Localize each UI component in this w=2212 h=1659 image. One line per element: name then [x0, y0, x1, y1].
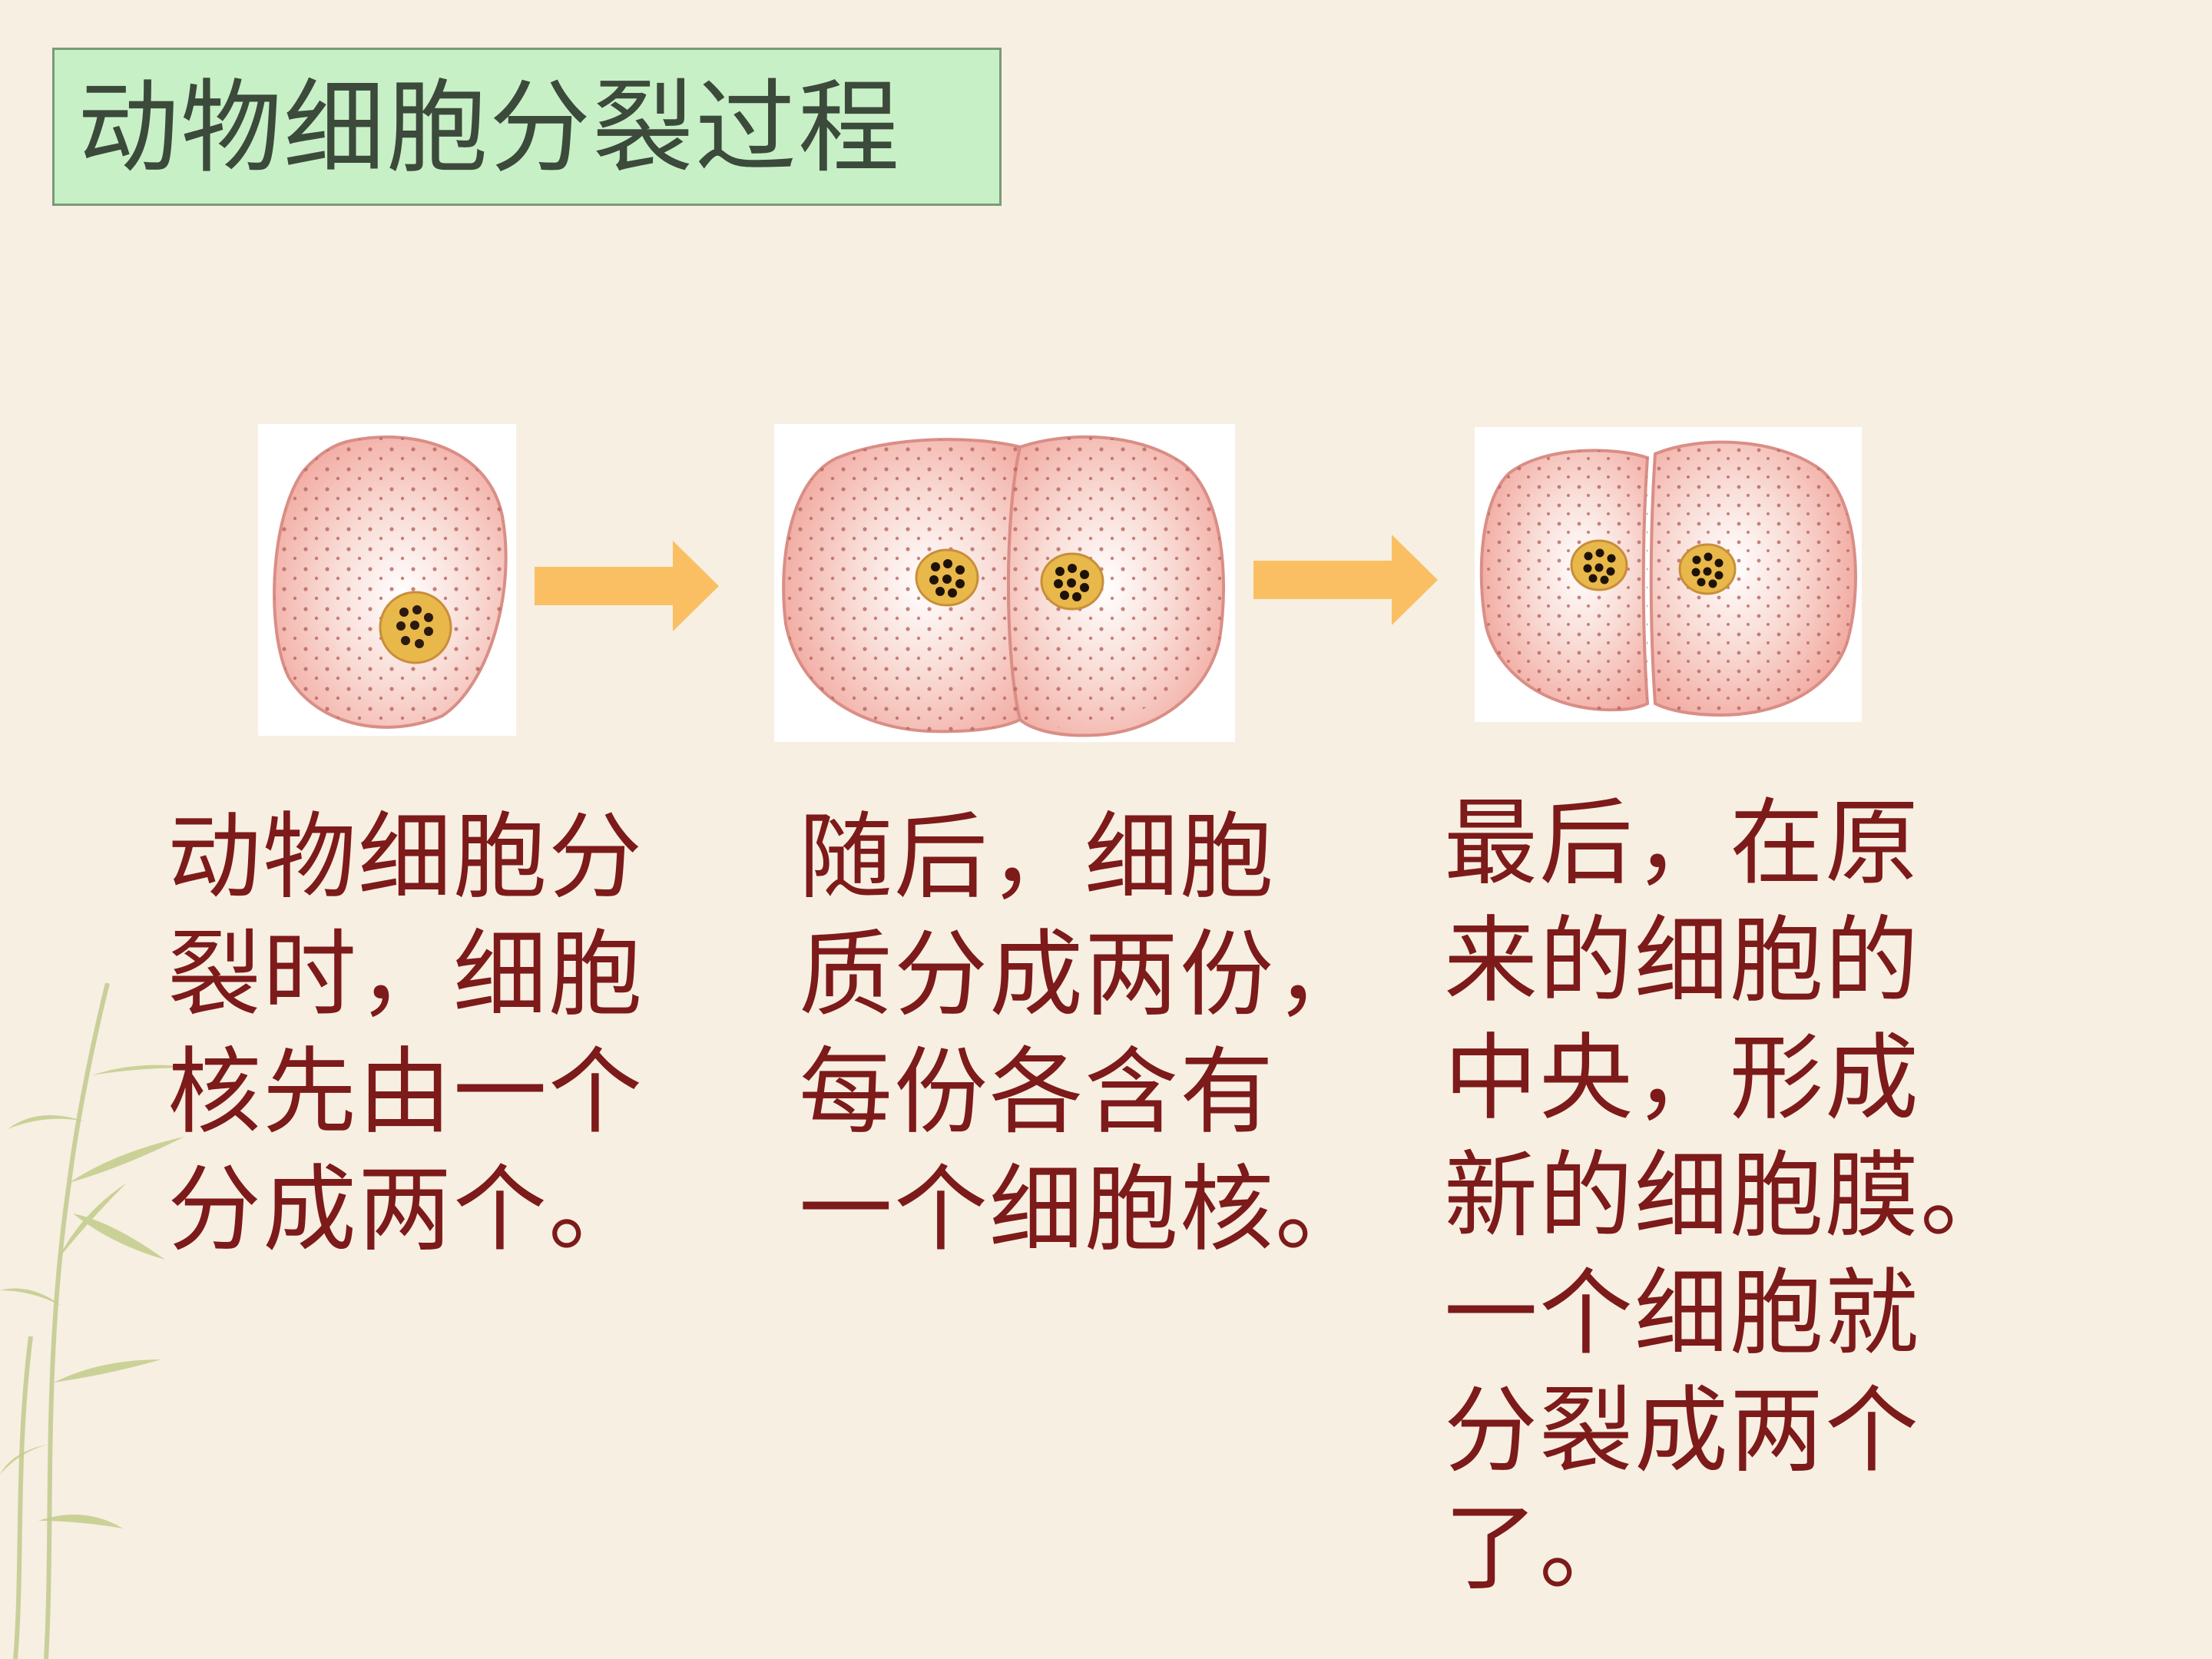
caption-stage-3: 最后，在原 来的细胞的 中央，形成 新的细胞膜。 一个细胞就 分裂成两个 了。	[1444, 789, 2015, 1603]
cell-image-stage-3	[1475, 427, 1862, 722]
arrow-right-icon	[1253, 535, 1438, 625]
arrow-right-icon	[535, 541, 719, 631]
cell-image-stage-2	[774, 424, 1235, 742]
bamboo-decoration	[0, 983, 192, 1659]
caption-stage-2: 随后，细胞 质分成两份， 每份各含有 一个细胞核。	[799, 803, 1370, 1264]
caption-stage-1: 动物细胞分 裂时，细胞 核先由一个 分成两个。	[167, 803, 644, 1264]
title-box: 动物细胞分裂过程	[52, 48, 1002, 206]
slide-title: 动物细胞分裂过程	[78, 69, 901, 187]
cell-image-stage-1	[258, 424, 516, 736]
